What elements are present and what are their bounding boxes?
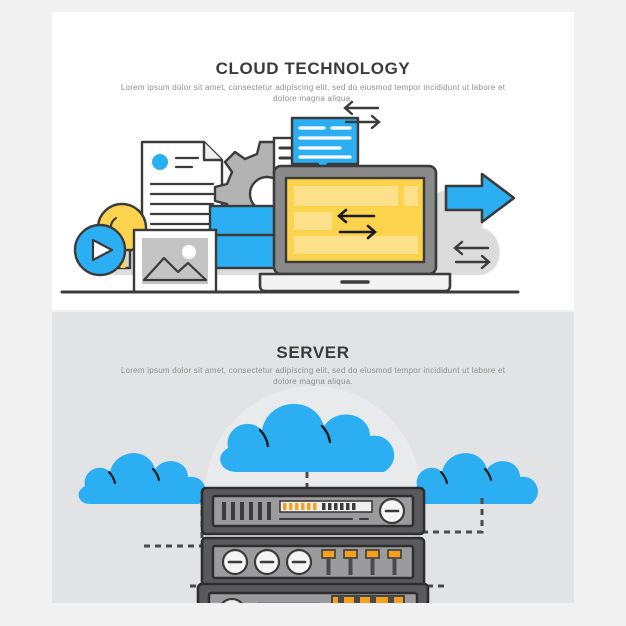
page-title-server: SERVER (276, 343, 350, 363)
laptop-icon (258, 164, 452, 293)
server-rack-bottom-unit (196, 582, 430, 603)
cloud-right (410, 453, 538, 504)
banner-subtitle: Lorem ipsum dolor sit amet, consectetur … (120, 83, 506, 103)
image-frame-icon (132, 228, 218, 294)
page-title: CLOUD TECHNOLOGY (215, 59, 411, 79)
cloud-top (220, 403, 395, 472)
server-rack-middle (200, 536, 426, 588)
play-button-icon (73, 223, 127, 277)
led-indicators (283, 503, 317, 510)
exchange-arrows-icon-top (343, 100, 381, 130)
server-rack-top (200, 486, 426, 536)
exchange-arrows-icon-right (453, 240, 491, 270)
banner-subtitle-server: Lorem ipsum dolor sit amet, consectetur … (120, 366, 506, 386)
cloud-technology-illustration (60, 100, 520, 294)
round-buttons (221, 548, 313, 576)
banner-cloud-technology: CLOUD TECHNOLOGY Lorem ipsum dolor sit a… (52, 12, 574, 310)
blue-arrow-right (444, 172, 516, 224)
slot-connectors (321, 549, 402, 575)
vent-slots (222, 502, 271, 520)
cloud-left (78, 453, 206, 504)
server-illustration (78, 386, 538, 603)
banner-server: SERVER Lorem ipsum dolor sit amet, conse… (52, 312, 574, 603)
orange-slot-pins (338, 596, 394, 603)
